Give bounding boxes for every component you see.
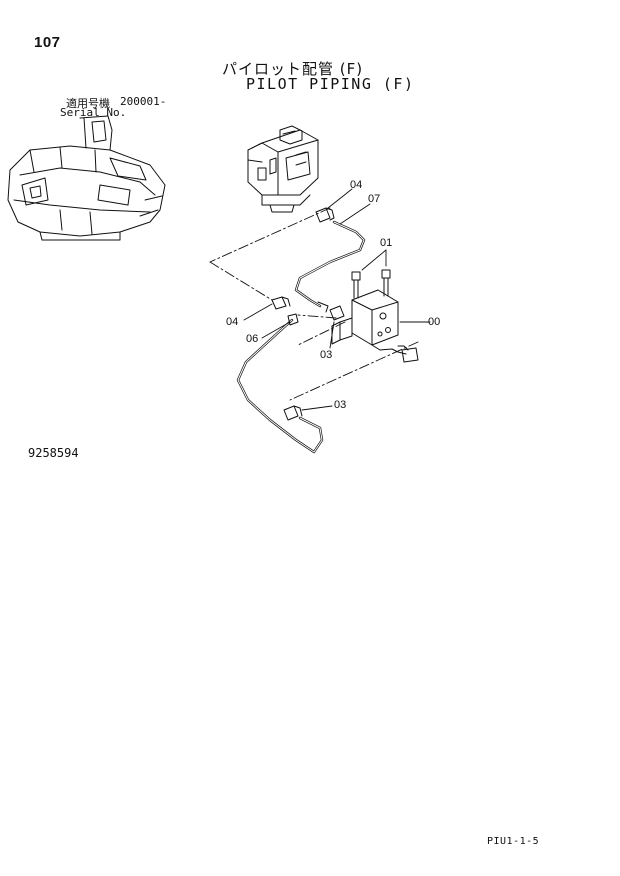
callout-01: 01 [380, 237, 392, 249]
callout-04-top: 04 [350, 179, 362, 191]
callout-00: 00 [428, 316, 440, 328]
footer-page-code: PIU1-1-5 [487, 836, 540, 847]
callout-07: 07 [368, 193, 380, 205]
pilot-hose-07 [294, 220, 366, 313]
leader-lines [243, 188, 431, 411]
machine-overview-sketch [7, 115, 166, 241]
reference-lines [209, 207, 419, 401]
serial-label-japanese: 適用号機 [66, 97, 110, 110]
solenoid-valve-block [331, 289, 419, 363]
callout-03-mid: 03 [320, 349, 332, 361]
bolt-parts [351, 269, 391, 299]
callout-06: 06 [246, 333, 258, 345]
callout-04-left: 04 [226, 316, 238, 328]
pilot-valve-part [247, 125, 319, 213]
page-number: 107 [34, 34, 61, 51]
callout-labels: 04 07 01 00 04 06 03 03 [226, 179, 440, 411]
page-title-japanese: パイロット配管 (F) [222, 60, 364, 78]
fitting-parts [271, 207, 345, 421]
page-title-english: PILOT PIPING (F) [246, 75, 415, 93]
drawing-number: 9258594 [28, 446, 79, 460]
serial-number-value: 200001- [120, 95, 167, 108]
callout-03-low: 03 [334, 399, 346, 411]
serial-label-english: Serial No. [60, 106, 127, 119]
